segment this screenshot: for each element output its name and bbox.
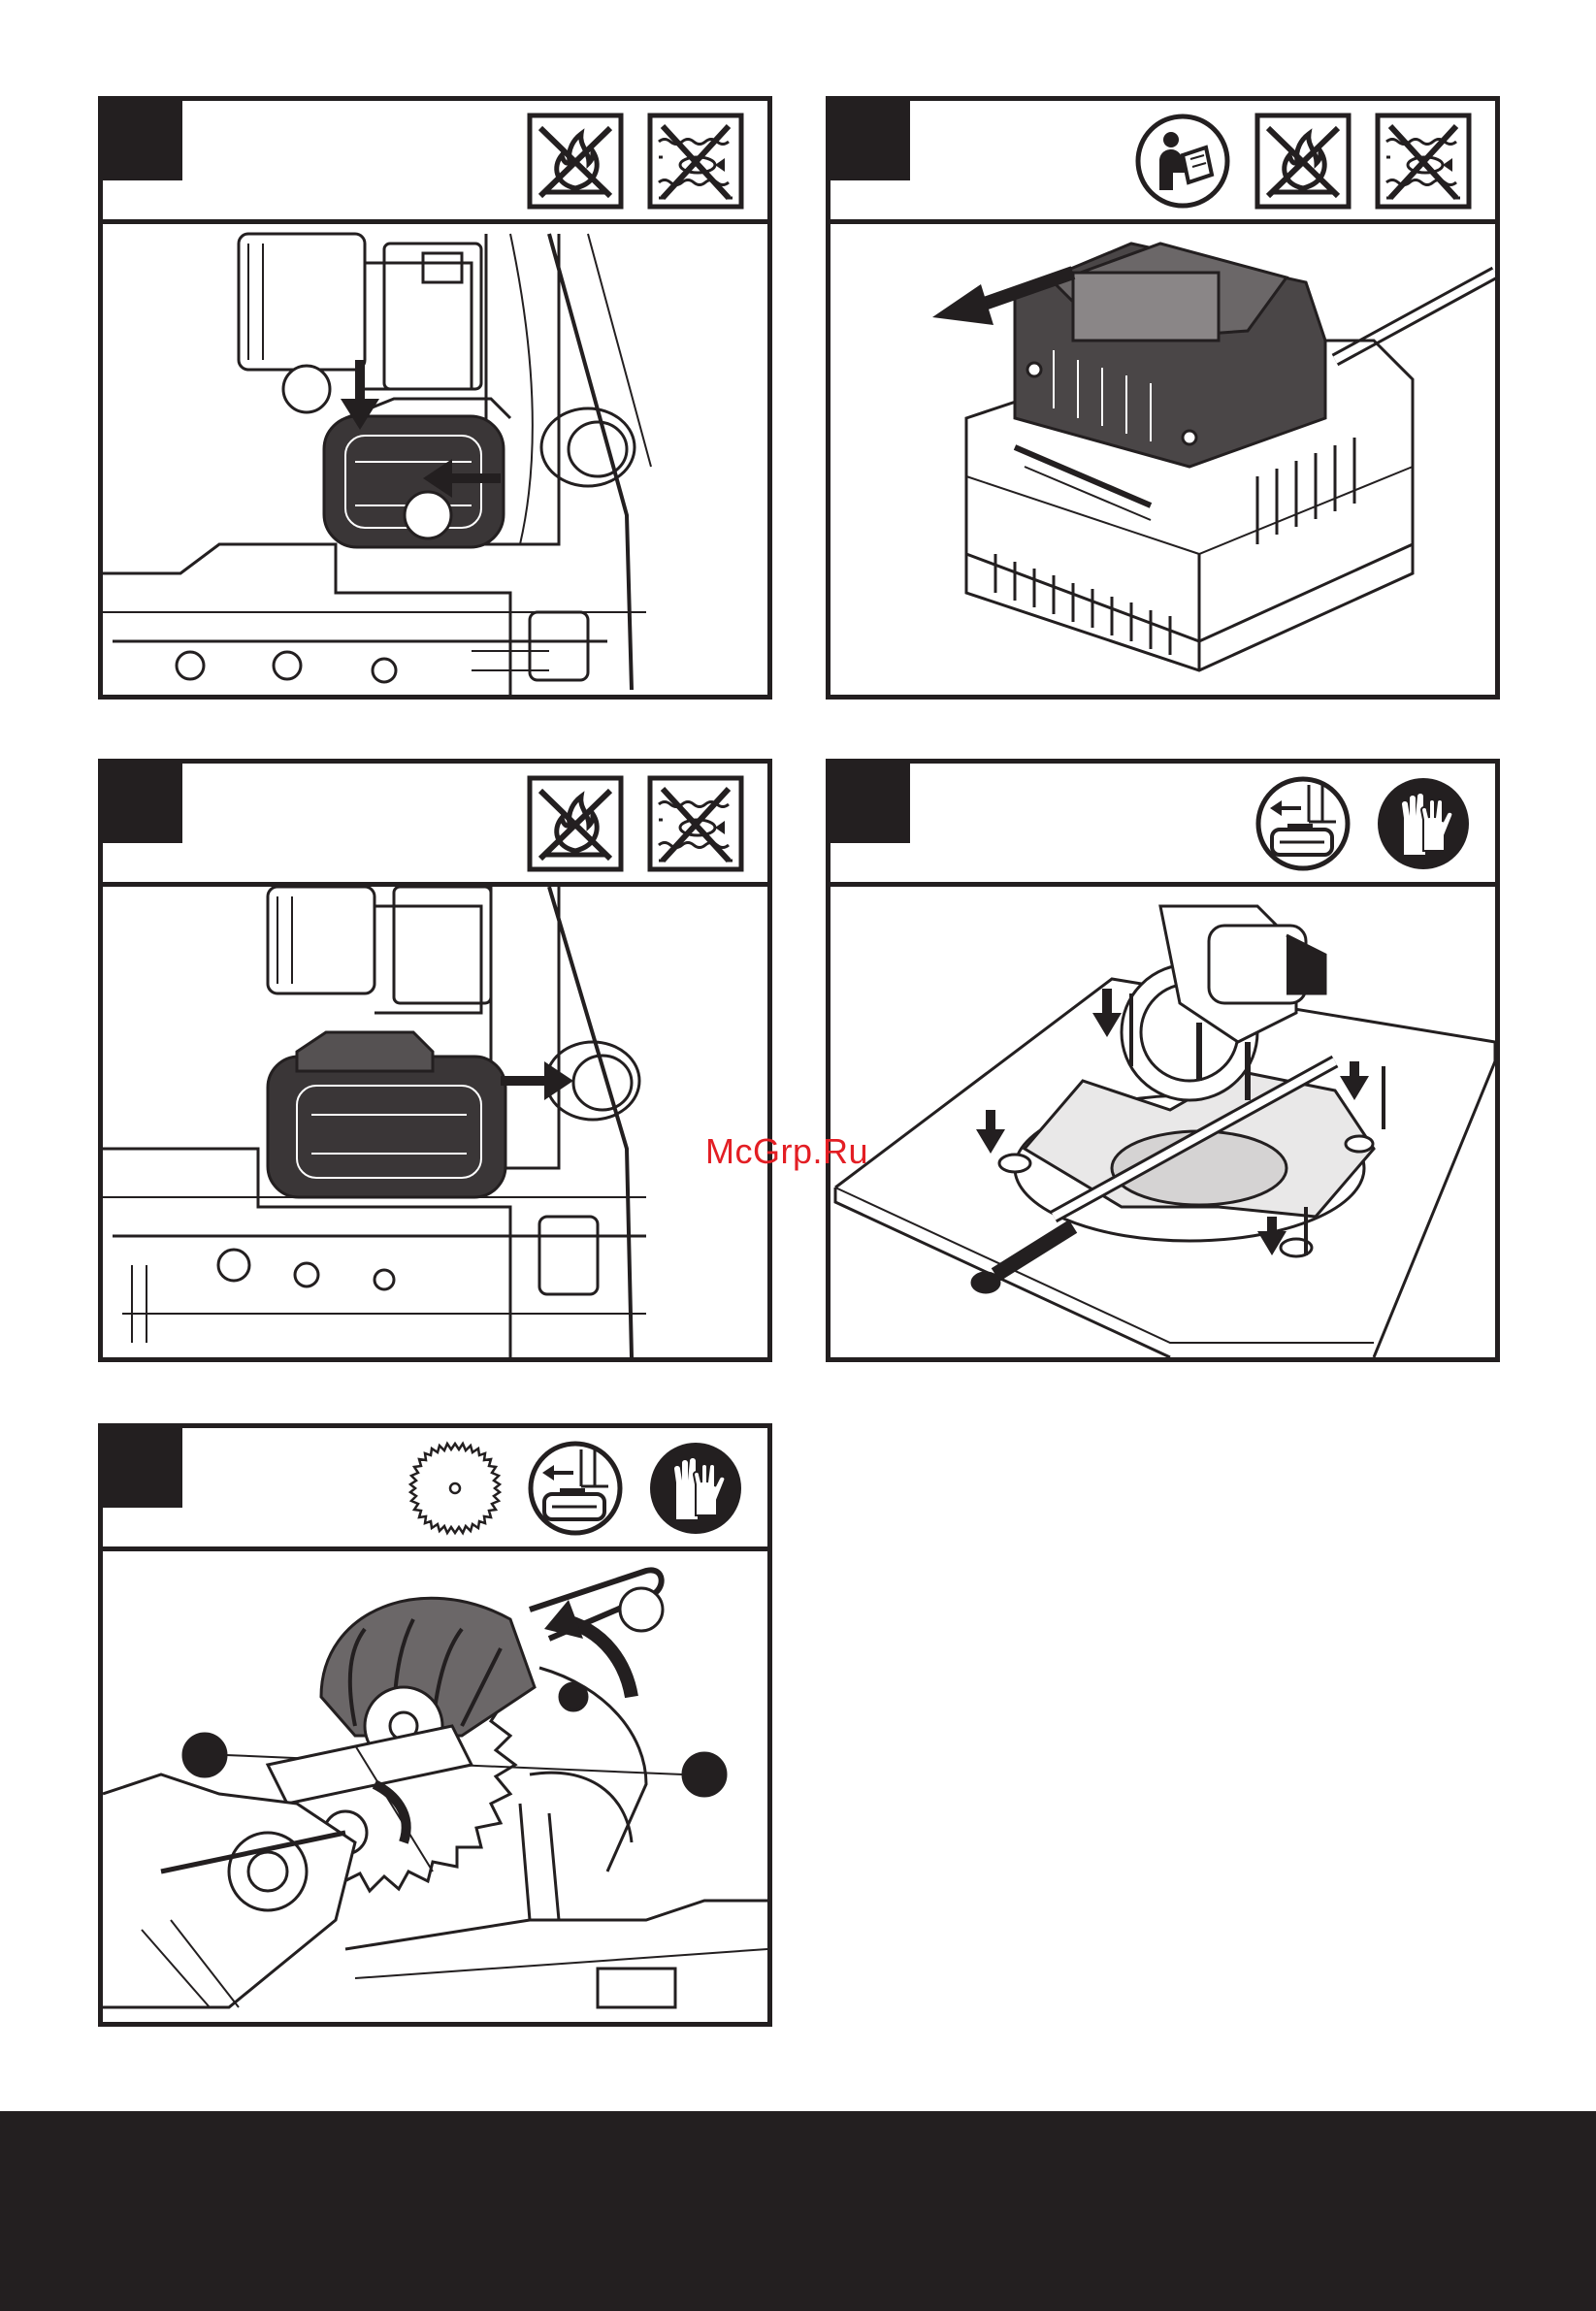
- read-manual-icon: [1134, 113, 1231, 210]
- panel-icons: [407, 1440, 744, 1537]
- panel-icons: [527, 113, 744, 210]
- no-fire-icon: [527, 775, 624, 872]
- no-water-icon: [647, 113, 744, 210]
- illustration-battery-charge: [831, 224, 1495, 695]
- gloves-icon: [1375, 775, 1472, 872]
- illustration-mount-to-bench: [831, 887, 1495, 1357]
- panel-header: [103, 764, 767, 887]
- step-number-tab: [831, 101, 910, 180]
- panel-blade-change: [98, 1423, 772, 2027]
- panel-mount-to-bench: [826, 759, 1500, 1362]
- illustration-battery-insert: [103, 224, 767, 695]
- no-water-icon: [1375, 113, 1472, 210]
- panel-header: [831, 101, 1495, 224]
- panel-header: [103, 1428, 767, 1551]
- footer-band: [0, 2111, 1596, 2311]
- illustration-blade-change: [103, 1551, 767, 2022]
- step-number-tab: [103, 764, 182, 843]
- saw-blade-icon: [407, 1440, 504, 1537]
- step-number-tab: [831, 764, 910, 843]
- gloves-icon: [647, 1440, 744, 1537]
- no-water-icon: [647, 775, 744, 872]
- remove-battery-icon: [1254, 775, 1352, 872]
- panel-battery-insert: [98, 96, 772, 700]
- step-number-tab: [103, 1428, 182, 1508]
- panel-icons: [1134, 113, 1472, 210]
- panel-battery-remove: [98, 759, 772, 1362]
- illustration-battery-remove: [103, 887, 767, 1357]
- panel-battery-charge: [826, 96, 1500, 700]
- panel-icons: [1254, 775, 1472, 872]
- no-fire-icon: [527, 113, 624, 210]
- watermark: McGrp.Ru: [705, 1131, 868, 1172]
- no-fire-icon: [1254, 113, 1352, 210]
- step-number-tab: [103, 101, 182, 180]
- panel-icons: [527, 775, 744, 872]
- panel-header: [831, 764, 1495, 887]
- remove-battery-icon: [527, 1440, 624, 1537]
- panel-header: [103, 101, 767, 224]
